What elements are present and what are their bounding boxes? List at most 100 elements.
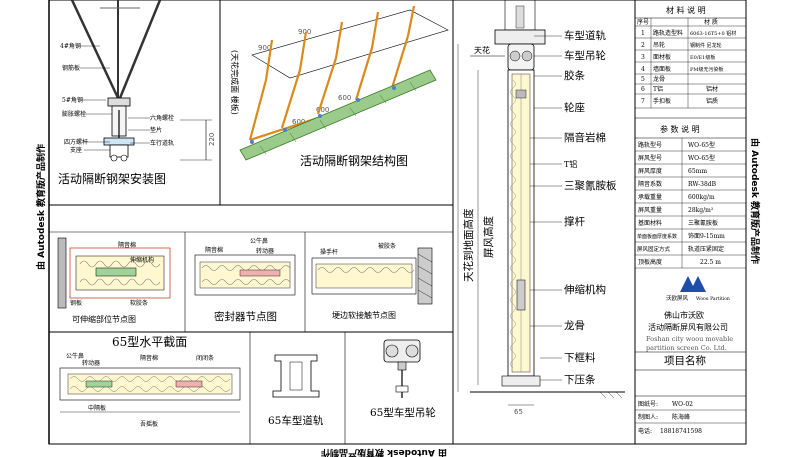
frame-structure-drawing: (天花完成面 楼板) 900 900 600 600 600 [230,5,449,161]
positioner-label-1: 隔音棉 [118,241,136,249]
positioner-title: 可伸缩部位节点图 [72,314,136,324]
hsec-label-4: 闭闭条 [196,354,214,362]
drawing-no: WO-02 [672,401,693,408]
seal-label-2: 公牛鼻 [250,237,268,245]
rail-65-drawing [272,354,320,398]
mat-spec-3: E0/E1级板 [690,54,715,61]
soft-edge-label-2: 被胶条 [378,242,396,250]
vsec-label-7: 三聚氰胺板 [564,179,617,192]
materials-header-no: 序号 [637,18,649,26]
param-val-8: 饰面9-15mm [688,232,725,240]
vsec-label-12: 下压条 [564,373,596,386]
soft-edge-label-1: 操手杆 [320,248,338,256]
seal-label-1: 隔音棉 [205,246,223,254]
mat-spec-4: PM级无污染板 [690,66,724,73]
vsec-label-3: 胶条 [564,69,585,82]
vsec-label-1: 车型道轨 [564,29,606,42]
install-label-5: 六角螺栓 [150,114,174,122]
watermark-left: 由 Autodesk 教育版产品制作 [35,144,47,270]
param-val-1: WO-65型 [688,141,715,149]
install-label-1: 4#角钢 [60,42,81,50]
mat-name-1: 路轨造型料 [653,29,683,37]
mat-name-5: 龙骨 [653,75,665,83]
hsec-label-1: 公牛鼻 [66,352,84,360]
frame-dim-5: 600 [292,118,305,126]
mat-no-6: 6 [641,86,645,93]
trolley-65-title: 65型车型吊轮 [370,406,436,419]
vsec-height-label-1: 天花到地面高度 [462,208,475,282]
param-val-7: 三聚氰胺板 [688,219,718,227]
param-key-9: 屏风固定方式 [637,245,671,253]
param-key-8: 单面板面厚度系数 [637,233,677,240]
vsec-height-label-2: 屏风高度 [482,216,495,258]
company-en-line2: partition screen Co. Ltd. [646,344,727,352]
vsec-label-2: 车型吊轮 [564,49,606,62]
param-val-6: 28kg/m² [688,207,714,214]
mat-no-4: 4 [641,66,645,73]
soft-edge-node-drawing: 操手杆 被胶条 [311,242,433,305]
positioner-label-4: 软胶条 [130,299,148,307]
brand-name: 沃欧屏风 [666,294,689,302]
param-key-2: 屏风型号 [638,154,662,162]
mat-name-6: T铝 [653,85,663,93]
mat-name-3: 面材板 [653,53,671,61]
install-label-8: 四方螺杆 [64,138,88,146]
hsec-label-3: 隔音棉 [140,354,158,362]
install-label-4: 膨胀螺栓 [62,110,86,118]
vsec-label-8: 撑杆 [564,215,585,228]
designer-label: 制图人: [638,413,658,421]
seal-label-3: 转动器 [256,247,274,255]
designer: 陈海峰 [672,413,690,421]
install-label-3: 5#角钢 [62,96,83,104]
param-val-9: 轨道压紧固定 [688,245,724,253]
vsec-dim: 65 [514,408,523,416]
mat-no-7: 7 [641,98,645,105]
frame-dim-3: 600 [338,94,351,102]
install-dim: 220 [208,133,216,146]
vsec-label-11: 下框料 [564,351,596,364]
vsec-label-5: 隔音岩棉 [564,131,606,144]
vsec-label-10: 龙骨 [564,319,585,332]
watermark-bottom: 由 Autodesk 教育版产品制作 [321,447,447,457]
mat-no-2: 2 [641,42,645,49]
mat-name-7: 手扣板 [653,97,671,105]
rail-65-title: 65车型道轨 [268,414,324,427]
vsec-label-4: 轮座 [564,101,585,114]
frame-dim-2: 900 [298,28,311,36]
vsec-label-6: T铝 [564,159,577,169]
materials-table [635,17,746,109]
company-name-line2: 活动隔断屏风有限公司 [648,322,728,332]
install-label-9: 支座 [70,146,82,154]
steel-frame-install-title: 活动隔断钢架安装图 [58,171,166,186]
materials-header-material: 材 质 [704,18,718,26]
mat-no-5: 5 [641,76,645,83]
install-label-7: 车行道轨 [150,139,174,147]
watermark-right: 由 Autodesk 教育版产品制作 [749,138,761,264]
param-key-4: 隔音系数 [638,180,662,188]
company-logo [680,276,706,292]
positioner-label-2: 伸缩机构 [130,256,154,264]
frame-dim-1: 900 [258,44,271,52]
mat-name-4: 墙面板 [653,65,671,73]
vsec-ceiling-label: 天花 [474,45,490,55]
params-title: 参 数 说 明 [660,124,700,134]
params-table [635,117,746,269]
vertical-section-drawing: 65 天花到地面高度 屏风高度 天花 [457,0,625,416]
hsec-label-2: 转动器 [82,359,100,367]
mat-spec-2: 钢制件 尼龙轮 [690,42,722,49]
param-key-5: 承载重量 [638,193,662,201]
param-key-3: 屏风厚度 [638,167,662,175]
mat-no-1: 1 [641,30,645,37]
company-name-line1: 佛山市沃欧 [664,310,704,320]
mat-spec-7: 铝质 [706,97,718,105]
param-key-1: 路轨型号 [638,141,662,149]
project-name-label: 项目名称 [664,354,706,367]
install-label-2: 钢筋板 [62,64,80,72]
horizontal-section-title: 65型水平截面 [112,335,187,349]
soft-edge-title: 埂边软接触节点图 [332,310,396,320]
frame-structure-title: 活动隔断钢架结构图 [300,153,408,168]
trolley-65-drawing [383,339,421,398]
param-val-3: 65mm [688,168,707,175]
horizontal-section-drawing: 公牛鼻 转动器 隔音棉 闭闭条 中隔板 吾摇板 [59,352,241,428]
